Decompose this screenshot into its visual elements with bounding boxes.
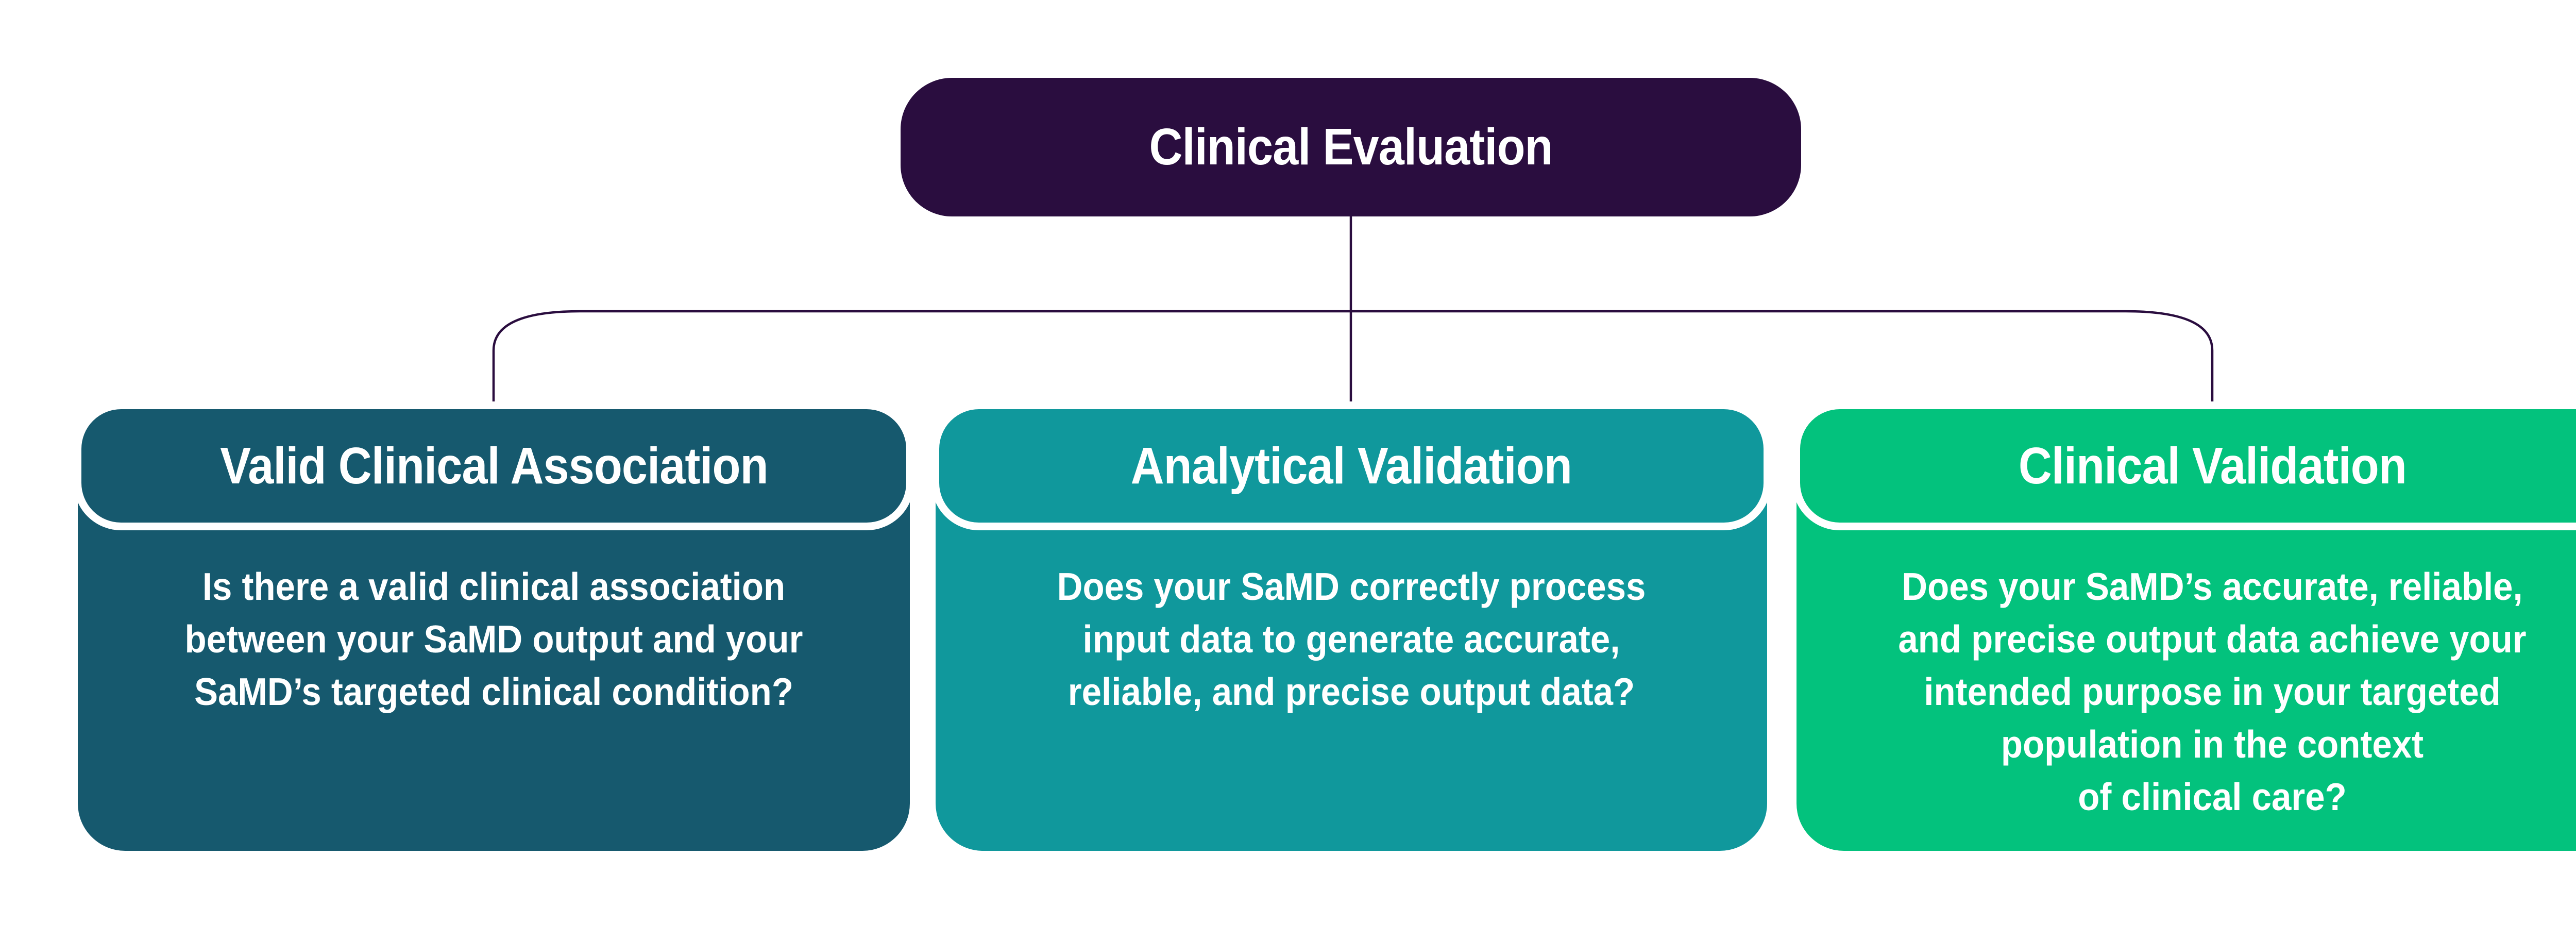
branch-body: Does your SaMD correctly process input d…: [936, 530, 1767, 718]
root-node-title: Clinical Evaluation: [1149, 118, 1553, 176]
branch-title: Valid Clinical Association: [219, 437, 768, 495]
branch-description: Is there a valid clinical association be…: [184, 565, 803, 713]
branch-card-clinical-validation: Clinical Validation Does your SaMD’s acc…: [1792, 401, 2576, 851]
branch-card-header: Clinical Validation: [1792, 401, 2576, 530]
branch-title: Analytical Validation: [1130, 437, 1572, 495]
branch-description: Does your SaMD’s accurate, reliable, and…: [1898, 565, 2527, 818]
branch-description: Does your SaMD correctly process input d…: [1057, 565, 1646, 713]
connector-branch-bar: [492, 310, 2214, 408]
branch-card-header: Valid Clinical Association: [74, 401, 914, 530]
branch-card-valid-clinical-association: Valid Clinical Association Is there a va…: [74, 401, 914, 851]
branch-title: Clinical Validation: [2018, 437, 2406, 495]
root-node: Clinical Evaluation: [901, 78, 1801, 216]
branch-card-header: Analytical Validation: [931, 401, 1771, 530]
branch-body: Does your SaMD’s accurate, reliable, and…: [1797, 530, 2576, 823]
branch-card-analytical-validation: Analytical Validation Does your SaMD cor…: [931, 401, 1771, 851]
branch-body: Is there a valid clinical association be…: [78, 530, 910, 718]
